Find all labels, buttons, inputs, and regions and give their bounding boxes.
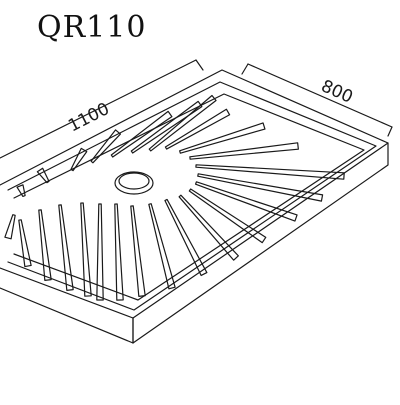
drainage-groove (70, 147, 88, 172)
drainage-groove (195, 181, 298, 222)
drainage-groove (195, 164, 345, 180)
drainage-groove (178, 194, 239, 261)
drainage-groove (130, 205, 146, 297)
drainage-groove (16, 184, 26, 198)
drainage-groove (36, 167, 50, 184)
drainage-groove (38, 209, 52, 281)
drainage-groove (148, 94, 217, 152)
drainage-groove (179, 122, 266, 154)
dimension-length: 1100 (0, 59, 204, 159)
model-title: QR110 (37, 10, 147, 45)
drain-icon (114, 171, 154, 195)
tray-body (0, 69, 389, 344)
drainage-groove (90, 129, 122, 164)
drainage-groove (114, 203, 124, 301)
drainage-groove (18, 219, 32, 268)
drainage-groove (197, 173, 324, 202)
drainage-groove (96, 203, 104, 301)
drainage-groove (189, 142, 299, 160)
drainage-groove (4, 214, 16, 240)
drainage-groove (110, 110, 173, 158)
drainage-groove (130, 100, 203, 154)
drainage-grooves (4, 94, 345, 301)
drainage-groove (148, 203, 176, 290)
drainage-groove (58, 204, 74, 291)
drainage-groove (188, 188, 267, 244)
drainage-groove (164, 108, 231, 150)
drainage-groove (164, 198, 208, 277)
drainage-groove (80, 202, 92, 297)
